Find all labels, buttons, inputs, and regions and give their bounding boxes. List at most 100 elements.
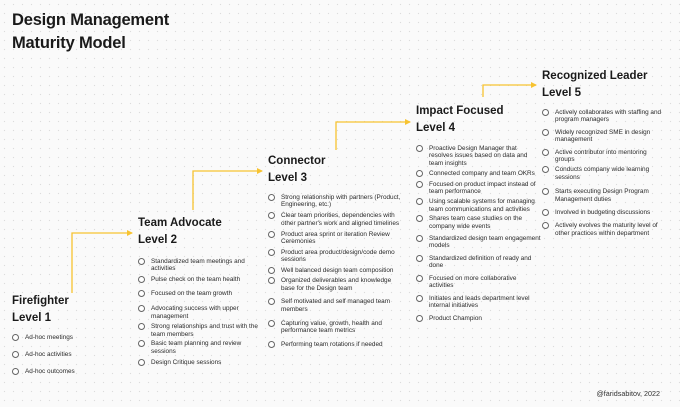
circle-outline-icon: [416, 235, 423, 243]
circle-outline-icon: [12, 367, 19, 375]
list-item: Conducts company wide learning sessions: [542, 166, 664, 181]
circle-outline-icon: [542, 109, 549, 116]
circle-outline-icon: [12, 334, 19, 341]
list-item: Ad-hoc activities: [12, 350, 122, 358]
circle-outline-icon: [416, 274, 423, 282]
list-item: Starts executing Design Program Manageme…: [542, 188, 664, 203]
page-title: Design Management Maturity Model: [12, 9, 169, 55]
circle-outline-icon: [416, 294, 423, 302]
author-credit: @faridsabitov, 2022: [596, 389, 660, 398]
list-item: Organized deliverables and knowledge bas…: [268, 277, 404, 292]
circle-outline-icon: [138, 323, 145, 331]
circle-outline-icon: [268, 277, 275, 285]
level-3-items: Strong relationship with partners (Produ…: [268, 194, 404, 349]
list-item: Standardized design team engagement mode…: [416, 235, 542, 250]
circle-outline-icon: [416, 170, 423, 178]
circle-outline-icon: [416, 315, 423, 323]
list-item: Proactive Design Manager that resolves i…: [416, 145, 542, 167]
level-2-number: Level 2: [138, 234, 177, 246]
circle-outline-icon: [542, 148, 549, 156]
level-4-number: Level 4: [416, 122, 455, 134]
list-item: Active contributor into mentoring groups: [542, 148, 664, 164]
circle-outline-icon: [542, 209, 549, 217]
list-item: Ad-hoc outcomes: [12, 367, 122, 375]
list-item: Initiates and leads department level int…: [416, 294, 542, 310]
circle-outline-icon: [542, 222, 549, 230]
list-item: Focused on product impact instead of tea…: [416, 180, 542, 196]
circle-outline-icon: [12, 350, 19, 358]
circle-outline-icon: [138, 358, 145, 366]
title-line-1: Design Management: [12, 11, 170, 29]
circle-outline-icon: [416, 145, 423, 152]
step-arrow-1: [71, 230, 133, 293]
level-2-heading: Team Advocate Level 2: [138, 215, 222, 249]
list-item: Advocating success with upper management: [138, 305, 260, 320]
circle-outline-icon: [268, 319, 275, 327]
list-item: Involved in budgeting discussions: [542, 209, 664, 217]
list-item: Well balanced design team composition: [268, 266, 404, 274]
list-item: Product area product/design/code demo se…: [268, 248, 404, 264]
level-1-number: Level 1: [12, 312, 51, 324]
circle-outline-icon: [138, 258, 145, 265]
list-item: Design Critique sessions: [138, 358, 260, 366]
list-item: Actively evolves the maturity level of o…: [542, 222, 664, 237]
level-1-items: Ad-hoc meetings Ad-hoc activities Ad-hoc…: [12, 334, 122, 375]
level-4-name: Impact Focused: [416, 105, 504, 117]
circle-outline-icon: [416, 215, 423, 223]
list-item: Performing team rotations if needed: [268, 341, 404, 349]
list-item: Self motivated and self managed team mem…: [268, 298, 404, 313]
level-4-heading: Impact Focused Level 4: [416, 103, 504, 137]
level-3-number: Level 3: [268, 172, 307, 184]
circle-outline-icon: [138, 290, 145, 298]
circle-outline-icon: [416, 198, 423, 206]
level-3-heading: Connector Level 3: [268, 153, 326, 187]
level-5-heading: Recognized Leader Level 5: [542, 68, 647, 102]
list-item: Using scalable systems for managing team…: [416, 198, 542, 213]
circle-outline-icon: [268, 298, 275, 306]
list-item: Connected company and team OKRs: [416, 170, 542, 178]
circle-outline-icon: [416, 254, 423, 262]
list-item: Focused on more collaborative activities: [416, 274, 542, 290]
circle-outline-icon: [268, 341, 275, 349]
circle-outline-icon: [268, 230, 275, 238]
level-1-name: Firefighter: [12, 295, 69, 307]
list-item: Focused on the team growth: [138, 290, 260, 298]
list-item: Pulse check on the team health: [138, 276, 260, 284]
list-item: Ad-hoc meetings: [12, 334, 122, 341]
list-item: Clear team priorities, dependencies with…: [268, 212, 404, 227]
circle-outline-icon: [542, 188, 549, 196]
level-2-name: Team Advocate: [138, 217, 222, 229]
list-item: Product Champion: [416, 315, 542, 323]
level-2-items: Standardized team meetings and activitie…: [138, 258, 260, 366]
circle-outline-icon: [416, 180, 423, 188]
list-item: Shares team case studies on the company …: [416, 215, 542, 230]
list-item: Standardized definition of ready and don…: [416, 254, 542, 270]
step-arrow-3: [335, 119, 411, 150]
circle-outline-icon: [542, 128, 549, 136]
circle-outline-icon: [268, 212, 275, 220]
list-item: Strong relationship with partners (Produ…: [268, 194, 404, 209]
level-1-heading: Firefighter Level 1: [12, 293, 69, 327]
list-item: Actively collaborates with staffing and …: [542, 109, 664, 124]
level-5-name: Recognized Leader: [542, 70, 648, 82]
list-item: Standardized team meetings and activitie…: [138, 258, 260, 273]
level-4-items: Proactive Design Manager that resolves i…: [416, 145, 542, 323]
circle-outline-icon: [138, 276, 145, 284]
circle-outline-icon: [542, 166, 549, 174]
list-item: Basic team planning and review sessions: [138, 340, 260, 355]
circle-outline-icon: [268, 194, 275, 201]
level-5-number: Level 5: [542, 87, 581, 99]
list-item: Product area sprint or iteration Review …: [268, 230, 404, 246]
title-line-2: Maturity Model: [12, 34, 126, 52]
list-item: Capturing value, growth, health and perf…: [268, 319, 404, 335]
circle-outline-icon: [268, 266, 275, 274]
circle-outline-icon: [138, 340, 145, 348]
list-item: Widely recognized SME in design manageme…: [542, 128, 664, 144]
step-arrow-4: [482, 82, 537, 97]
level-3-name: Connector: [268, 155, 326, 167]
circle-outline-icon: [138, 305, 145, 313]
list-item: Strong relationships and trust with the …: [138, 323, 260, 338]
level-5-items: Actively collaborates with staffing and …: [542, 109, 664, 237]
step-arrow-2: [192, 168, 263, 210]
circle-outline-icon: [268, 248, 275, 256]
